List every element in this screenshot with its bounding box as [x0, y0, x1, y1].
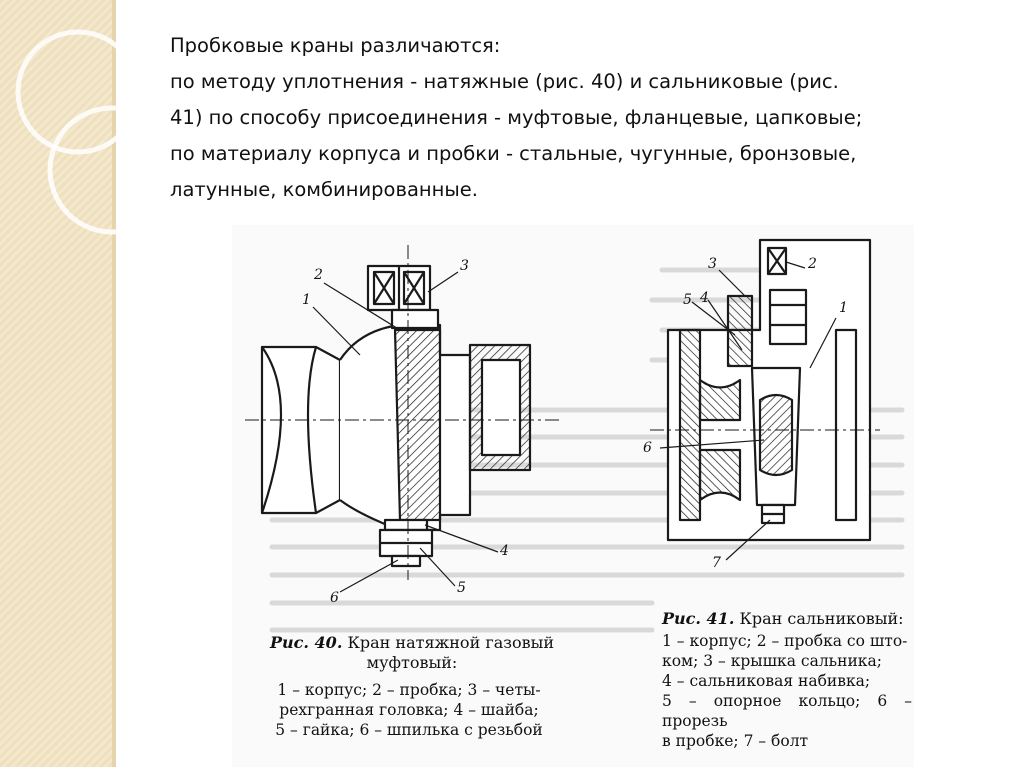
callout-number: 4	[500, 543, 509, 559]
caption-line: в пробке; 7 – болт	[662, 732, 809, 750]
callout-number: 6	[643, 440, 652, 456]
caption-line: 5 – гайка; 6 – шпилька с резьбой	[275, 721, 543, 739]
callout-number: 3	[460, 258, 469, 274]
callout-number: 1	[839, 300, 848, 316]
callout-number: 3	[708, 256, 717, 272]
decorative-band-edge	[112, 0, 116, 767]
decorative-band	[0, 0, 112, 767]
callout-number: 4	[700, 290, 709, 306]
figure-label: Рис. 41.	[662, 609, 735, 628]
caption-line: рехгранная головка; 4 – шайба;	[279, 701, 539, 719]
callout-number: 5	[683, 292, 692, 308]
text-line: 41) по способу присоединения - муфтовые,…	[170, 106, 863, 129]
figure-40-caption-body: 1 – корпус; 2 – пробка; 3 – четы- рехгра…	[264, 680, 554, 740]
figure-40-caption-title: Рис. 40. Кран натяжной газовый муфтовый:	[262, 633, 562, 673]
figure-41-caption-body: 1 – корпус; 2 – пробка со што- ком; 3 – …	[662, 631, 912, 751]
caption-line: 5 – опорное кольцо; 6 – прорезь	[662, 692, 912, 730]
caption-title-text: Кран натяжной газовый	[347, 633, 554, 652]
decorative-circles	[15, 29, 130, 235]
caption-line: 4 – сальниковая набивка;	[662, 672, 871, 690]
figure-41-caption-title: Рис. 41. Кран сальниковый:	[662, 609, 912, 629]
slide-body-text: Пробковые краны различаются: по методу у…	[170, 28, 1010, 208]
callout-number: 5	[457, 580, 466, 596]
text-line: латунные, комбинированные.	[170, 178, 478, 201]
callout-number: 2	[808, 256, 817, 272]
text-line: по методу уплотнения - натяжные (рис. 40…	[170, 70, 839, 93]
caption-title-text: Кран сальниковый:	[739, 609, 904, 628]
figure-label: Рис. 40.	[270, 633, 343, 652]
callout-number: 6	[330, 590, 339, 606]
caption-line: 1 – корпус; 2 – пробка со што-	[662, 632, 908, 650]
caption-title-line2: муфтовый:	[366, 653, 458, 672]
callout-number: 1	[302, 292, 311, 308]
text-line: Пробковые краны различаются:	[170, 34, 501, 57]
callout-number: 7	[712, 555, 721, 571]
caption-line: ком; 3 – крышка сальника;	[662, 652, 882, 670]
callout-number: 2	[314, 267, 323, 283]
caption-line: 1 – корпус; 2 – пробка; 3 – четы-	[277, 681, 541, 699]
text-line: по материалу корпуса и пробки - стальные…	[170, 142, 857, 165]
